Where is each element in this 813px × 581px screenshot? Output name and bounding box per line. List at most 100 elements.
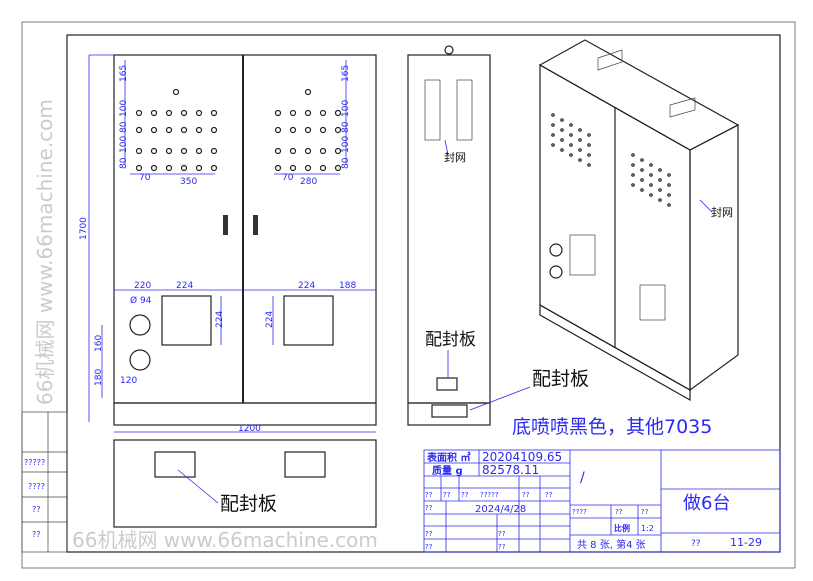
vent-hole bbox=[274, 164, 282, 172]
dim-label: 165 bbox=[341, 65, 351, 82]
surface-area-value: 20204109.65 bbox=[482, 450, 562, 464]
vent-hole bbox=[274, 147, 282, 155]
seal-plate-label: 配封板 bbox=[425, 330, 476, 350]
left-table-cell: ???? bbox=[28, 482, 45, 491]
vent-hole bbox=[631, 153, 635, 157]
dim-label: 188 bbox=[339, 281, 356, 291]
vent-hole bbox=[195, 164, 203, 172]
title-cell: ?? bbox=[425, 543, 433, 551]
vent-hole bbox=[551, 113, 555, 117]
surface-area-label: 表面积 ㎡ bbox=[426, 451, 470, 464]
vent-hole bbox=[319, 164, 327, 172]
isometric-view bbox=[538, 39, 740, 402]
vent-hole bbox=[560, 138, 564, 142]
vent-hole bbox=[587, 143, 591, 147]
title-cell: ?? bbox=[615, 508, 623, 516]
vent-hole bbox=[649, 163, 653, 167]
vent-hole bbox=[640, 158, 644, 162]
vent-hole bbox=[150, 126, 158, 134]
dim-label: 224 bbox=[176, 281, 193, 291]
vent-hole bbox=[319, 126, 327, 134]
vent-hole bbox=[658, 198, 662, 202]
seal-net-label: 封网 bbox=[444, 150, 466, 164]
vent-hole bbox=[165, 147, 173, 155]
dim-label: 100 bbox=[119, 100, 129, 117]
mass-value: 82578.11 bbox=[482, 463, 539, 477]
title-slash: / bbox=[580, 470, 585, 486]
vent-hole bbox=[274, 126, 282, 134]
vent-hole bbox=[274, 109, 282, 117]
vent-hole bbox=[578, 148, 582, 152]
title-cell: ?? bbox=[461, 491, 469, 499]
vent-hole bbox=[165, 164, 173, 172]
left-table-cell: ?? bbox=[32, 505, 41, 514]
door-handle bbox=[223, 215, 228, 235]
vent-hole bbox=[334, 126, 342, 134]
dim-label: 180 bbox=[94, 369, 104, 386]
vent-hole bbox=[578, 138, 582, 142]
front-view bbox=[88, 54, 377, 433]
left-table: ????? ???? ?? ?? bbox=[21, 411, 68, 553]
dim-label: 350 bbox=[180, 177, 197, 187]
vent-hole bbox=[587, 133, 591, 137]
dim-label: 80 bbox=[119, 121, 129, 133]
title-cell: ?? bbox=[425, 530, 433, 538]
window-cutout bbox=[161, 295, 212, 346]
vent-hole bbox=[319, 147, 327, 155]
vent-hole bbox=[551, 133, 555, 137]
vent-hole bbox=[150, 164, 158, 172]
vent-hole bbox=[560, 118, 564, 122]
dim-label: 100 bbox=[119, 136, 129, 153]
title-cell: ?? bbox=[425, 491, 433, 499]
title-cell: ?? bbox=[691, 539, 701, 549]
seal-plate-label: 配封板 bbox=[220, 493, 277, 515]
vent-hole bbox=[334, 147, 342, 155]
vent-hole bbox=[658, 188, 662, 192]
vent-hole bbox=[289, 126, 297, 134]
vent-hole bbox=[560, 148, 564, 152]
vent-hole bbox=[658, 168, 662, 172]
dim-label: 220 bbox=[134, 281, 151, 291]
vent-hole bbox=[304, 164, 312, 172]
dim-label: 100 bbox=[341, 136, 351, 153]
title-cell: ?? bbox=[641, 508, 649, 516]
sheet-count: 共 8 张, 第4 张 bbox=[577, 538, 646, 551]
dim-label: 80 bbox=[341, 121, 351, 133]
left-table-cell: ?? bbox=[32, 530, 41, 539]
vent-hole bbox=[195, 126, 203, 134]
vent-hole bbox=[667, 193, 671, 197]
vent-hole bbox=[180, 147, 188, 155]
vent-hole bbox=[649, 183, 653, 187]
dim-label: 165 bbox=[119, 65, 129, 82]
vent-hole bbox=[180, 109, 188, 117]
seal-plate-label: 配封板 bbox=[532, 368, 589, 390]
dim-label: 280 bbox=[300, 177, 317, 187]
vent-hole bbox=[304, 109, 312, 117]
vent-hole bbox=[569, 153, 573, 157]
door-handle bbox=[253, 215, 258, 235]
quantity-note: 做6台 bbox=[683, 493, 730, 514]
date-value: 2024/4/28 bbox=[475, 504, 526, 515]
vent-hole bbox=[334, 109, 342, 117]
vent-hole bbox=[135, 109, 143, 117]
vent-hole bbox=[631, 163, 635, 167]
vent-hole bbox=[180, 164, 188, 172]
vent-hole bbox=[631, 173, 635, 177]
vent-hole bbox=[631, 183, 635, 187]
dim-height: 1700 bbox=[79, 217, 89, 240]
title-cell: ????? bbox=[480, 491, 499, 499]
vent-hole bbox=[569, 133, 573, 137]
inner-frame bbox=[66, 34, 781, 553]
title-cell: ?? bbox=[522, 491, 530, 499]
vent-hole bbox=[334, 164, 342, 172]
vent-hole bbox=[569, 143, 573, 147]
seal-net-label: 封网 bbox=[711, 205, 733, 219]
dim-label: Ø 94 bbox=[130, 295, 152, 306]
vent-hole bbox=[587, 153, 591, 157]
dim-label: 224 bbox=[298, 281, 315, 291]
vent-hole bbox=[210, 164, 218, 172]
vent-hole bbox=[551, 123, 555, 127]
title-cell: ?? bbox=[498, 530, 506, 538]
title-cell: ?? bbox=[545, 491, 553, 499]
